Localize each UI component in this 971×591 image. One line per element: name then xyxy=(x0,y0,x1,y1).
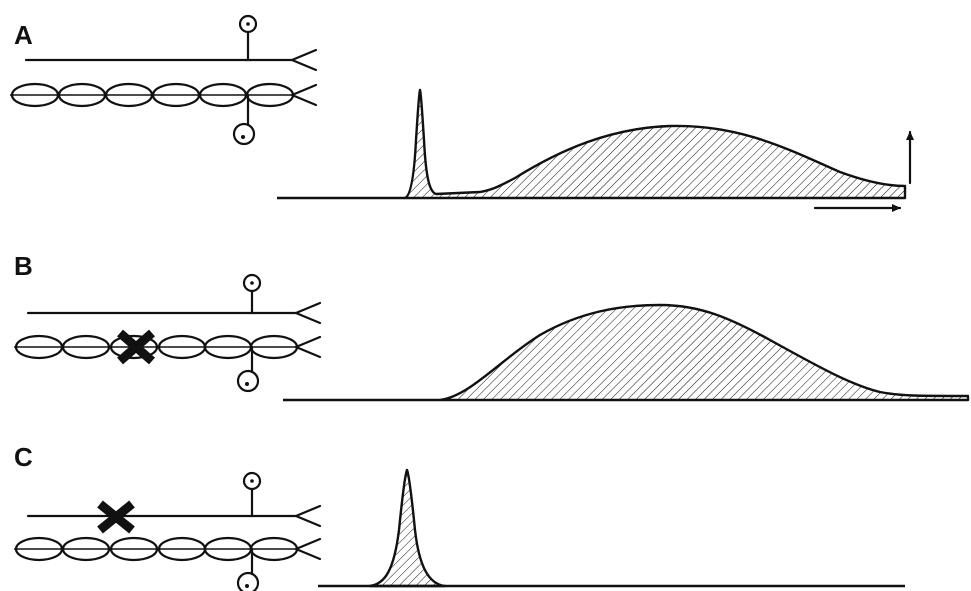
nucleus-dot xyxy=(246,22,250,26)
nucleus-dot xyxy=(245,382,249,386)
panel-b: B xyxy=(14,251,970,402)
nucleus-dot xyxy=(241,135,245,139)
nerve-diagram-a xyxy=(10,14,318,146)
neuron-soma-icon xyxy=(242,471,262,491)
myelinated-fiber xyxy=(14,536,322,562)
fiber-ending xyxy=(294,301,322,325)
neuron-soma-icon xyxy=(236,571,260,591)
nerve-diagram-b xyxy=(14,273,322,393)
panel-a: A xyxy=(10,14,914,212)
fiber-ending xyxy=(294,504,322,528)
compound-action-potential-b xyxy=(283,303,970,402)
panel-label-a: A xyxy=(14,20,33,50)
fast-peak xyxy=(403,88,907,200)
x-mark-icon xyxy=(117,329,155,365)
myelinated-fiber xyxy=(10,82,318,108)
nerve-diagram-c xyxy=(14,471,322,591)
neuron-soma-icon xyxy=(232,122,256,146)
x-mark-icon xyxy=(97,500,135,534)
slow-wave xyxy=(438,303,970,402)
nucleus-dot xyxy=(245,584,249,588)
nucleus-dot xyxy=(250,479,254,483)
compound-action-potential-a xyxy=(277,88,907,200)
fiber-ending xyxy=(290,48,318,72)
neuron-soma-icon xyxy=(242,273,262,293)
neuron-soma-icon xyxy=(236,369,260,393)
panel-c: C xyxy=(14,442,905,591)
neuron-soma-icon xyxy=(238,14,258,34)
panel-label-c: C xyxy=(14,442,33,472)
scale-arrows xyxy=(813,130,914,212)
nucleus-dot xyxy=(250,281,254,285)
compound-action-potential-c xyxy=(318,468,905,588)
fast-peak xyxy=(368,468,447,588)
myelinated-fiber xyxy=(14,334,322,360)
panel-label-b: B xyxy=(14,251,33,281)
